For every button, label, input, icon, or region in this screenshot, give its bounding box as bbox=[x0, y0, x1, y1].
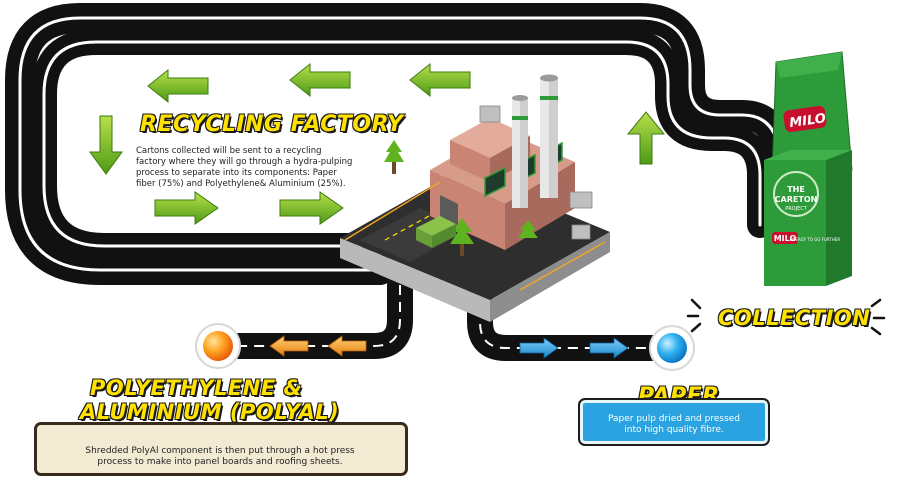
polyal-description-line: process to make into panel boards and ro… bbox=[97, 457, 343, 467]
arrow-up-icon bbox=[626, 111, 666, 165]
arrow-right-icon bbox=[279, 191, 344, 225]
collection-burst-marks bbox=[686, 298, 886, 336]
arrow-left-icon bbox=[147, 68, 209, 104]
factory-title: RECYCLING FACTORY bbox=[139, 111, 404, 138]
svg-text:MILO: MILO bbox=[774, 234, 797, 243]
paper-description: Paper pulp dried and pressed into high q… bbox=[578, 414, 770, 436]
polyal-endpoint-icon bbox=[203, 331, 233, 361]
branch-roads bbox=[212, 272, 678, 361]
arrow-left-icon bbox=[269, 335, 309, 357]
factory-description-line: Cartons collected will be sent to a recy… bbox=[136, 146, 322, 156]
endpoint-markers bbox=[195, 323, 695, 371]
polyal-description-line: Shredded PolyAl component is then put th… bbox=[85, 446, 355, 456]
polyal-title-line: ALUMINIUM (POLYAL) bbox=[79, 399, 340, 425]
svg-text:CARETON: CARETON bbox=[775, 195, 818, 204]
collection-title: COLLECTION bbox=[717, 305, 871, 331]
milo-logo bbox=[783, 105, 827, 133]
svg-text:THE: THE bbox=[787, 185, 805, 194]
arrow-left-icon bbox=[409, 62, 471, 98]
arrow-right-icon bbox=[519, 337, 559, 359]
factory-description-line: fiber (75%) and Polyethylene& Aluminium … bbox=[136, 179, 346, 189]
polyal-title: POLYETHYLENE & ALUMINIUM (POLYAL) bbox=[79, 375, 339, 425]
svg-text:ENERGY TO GO FURTHER: ENERGY TO GO FURTHER bbox=[790, 237, 841, 242]
arrow-left-icon bbox=[289, 62, 351, 98]
polyal-description: Shredded PolyAl component is then put th… bbox=[40, 446, 400, 468]
polyal-description-box bbox=[34, 422, 408, 476]
flow-arrows-branch bbox=[269, 335, 629, 359]
arrow-right-icon bbox=[154, 191, 219, 225]
milo-collection-bin: MILO THE CARETON PROJECT MILO ENERGY TO … bbox=[764, 51, 853, 286]
carton-brand: MILO bbox=[788, 111, 826, 131]
paper-description-box bbox=[578, 398, 770, 446]
polyal-title-line: POLYETHYLENE & bbox=[89, 375, 303, 401]
arrow-down-icon bbox=[89, 115, 123, 175]
arrow-left-icon bbox=[327, 335, 367, 357]
paper-description-line: Paper pulp dried and pressed bbox=[607, 414, 741, 424]
factory-illustration bbox=[340, 74, 610, 322]
svg-text:PROJECT: PROJECT bbox=[785, 206, 808, 212]
road-loop bbox=[5, 3, 795, 285]
factory-description: Cartons collected will be sent to a recy… bbox=[136, 146, 376, 190]
flow-arrows-green bbox=[89, 62, 666, 225]
arrow-right-icon bbox=[589, 337, 629, 359]
recycle-badge-icon bbox=[773, 171, 819, 217]
paper-endpoint-icon bbox=[657, 333, 687, 363]
factory-description-line: process to separate into its components:… bbox=[136, 168, 337, 178]
paper-description-line: into high quality fibre. bbox=[624, 425, 724, 435]
factory-description-line: factory where they will go through a hyd… bbox=[136, 157, 353, 167]
